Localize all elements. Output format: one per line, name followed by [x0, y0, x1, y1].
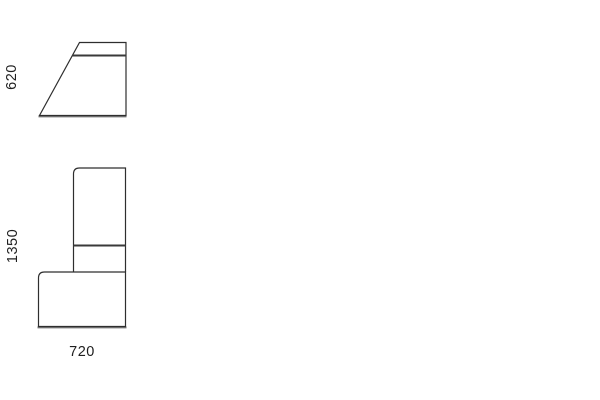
side-view: 620 [4, 41, 127, 118]
front-view: 1350 720 [5, 167, 127, 360]
front-view-width-dimension-label: 720 [69, 344, 95, 360]
front-view-backrest [72, 167, 127, 272]
front-view-seat [37, 271, 127, 328]
side-view-height-dimension-label: 620 [4, 64, 20, 90]
front-view-height-dimension-label: 1350 [5, 229, 21, 263]
side-view-outline [38, 41, 127, 117]
